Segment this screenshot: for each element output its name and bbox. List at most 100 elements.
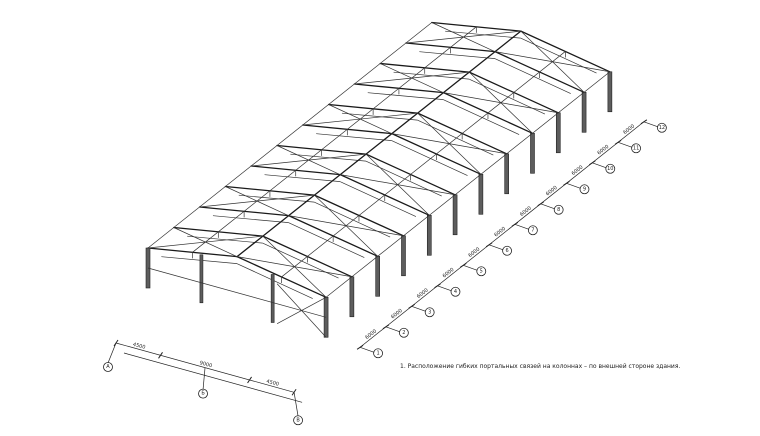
dim-value: 6000 (596, 144, 610, 157)
dim-line-longitudinal (359, 121, 645, 348)
portal-brace (276, 283, 327, 338)
column (349, 276, 355, 318)
rafter-haunch (316, 133, 392, 141)
column (607, 71, 613, 113)
rafter-haunch (367, 92, 444, 100)
rafter-haunch (341, 112, 418, 121)
purlin (147, 22, 433, 249)
axis-leader (488, 244, 504, 251)
axis-leader (411, 305, 426, 312)
axis-leader (107, 342, 117, 364)
roof-brace (314, 194, 378, 257)
axis-bubble (103, 362, 113, 372)
dim-tick (158, 352, 163, 359)
axis-leader (540, 203, 555, 210)
dim-value: 6000 (416, 287, 430, 300)
rafter-haunch (391, 140, 468, 176)
axis-bubble (502, 245, 512, 256)
roof-brace (328, 104, 392, 134)
purlin (281, 51, 566, 278)
dim-tick (247, 376, 252, 384)
axis-label: 7 (531, 227, 534, 233)
axis-leader (592, 162, 607, 169)
rafter-haunch (212, 215, 289, 223)
dim-value: 6000 (390, 308, 404, 321)
roof-brace (173, 227, 238, 257)
rafter-haunch (236, 263, 313, 299)
drawing-note: 1. Расположение гибких портальных связей… (400, 363, 681, 370)
axis-leader (514, 223, 529, 230)
axis-bubble (398, 327, 409, 338)
rafter-haunch (393, 71, 470, 80)
axis-bubble (450, 286, 461, 297)
dim-value: 6000 (519, 205, 533, 218)
axis-leader (643, 121, 658, 128)
rafter-haunch (187, 235, 263, 244)
roof-brace (431, 22, 496, 52)
axis-label: 4 (454, 289, 457, 295)
column (555, 112, 561, 154)
axis-bubble (198, 388, 208, 399)
column (452, 194, 458, 236)
axis-bubble (631, 143, 641, 154)
axis-leader (566, 182, 581, 189)
axis-label: Б (201, 391, 205, 397)
column (478, 173, 484, 215)
purlin (325, 71, 611, 298)
rafter-haunch (288, 222, 365, 258)
column (530, 132, 535, 174)
roof-brace (276, 145, 341, 175)
axis-label: А (106, 364, 110, 370)
axis-bubble (579, 184, 590, 195)
rafter-haunch (445, 30, 521, 39)
roof-brace (365, 153, 430, 216)
dim-value: 6000 (622, 123, 636, 136)
dim-value: 4500 (266, 379, 280, 388)
purlin (192, 26, 477, 253)
rafter-haunch (443, 99, 520, 135)
rafter-haunch (161, 256, 238, 264)
axis-leader (385, 326, 400, 333)
steel-frame-structure (145, 21, 613, 338)
dim-value: 9000 (199, 360, 213, 369)
axis-bubble (373, 348, 383, 359)
rafter-haunch (494, 58, 571, 94)
dim-value: 4500 (132, 342, 146, 351)
rafter-haunch (419, 51, 496, 59)
axis-label: В (296, 417, 300, 423)
axis-leader (437, 285, 452, 292)
axis-bubble (553, 204, 564, 215)
roof-brace (262, 235, 327, 298)
column (426, 214, 432, 256)
axis-bubble (656, 122, 667, 133)
gable-post (270, 274, 275, 323)
axis-leader (202, 367, 206, 390)
roof-brace (380, 63, 444, 93)
dim-value: 6000 (571, 164, 585, 177)
dim-line-transverse-total (123, 352, 303, 403)
axis-bubble (527, 225, 538, 236)
axis-bubble (293, 415, 303, 426)
axis-leader (463, 264, 478, 271)
rafter-haunch (264, 174, 341, 182)
roof-brace (468, 71, 533, 134)
dim-value: 6000 (545, 185, 559, 198)
axis-leader (359, 346, 375, 353)
dim-value: 6000 (364, 328, 378, 341)
axis-label: 11 (633, 145, 639, 151)
roof-brace (520, 30, 585, 93)
gable-post (199, 254, 204, 304)
axis-bubble (424, 307, 435, 318)
axis-label: 5 (480, 268, 483, 274)
axis-label: 3 (428, 309, 431, 315)
axis-leader (293, 392, 299, 417)
rafter-haunch (238, 194, 315, 203)
axis-leader (617, 141, 633, 148)
column (504, 153, 509, 195)
axis-label: 6 (505, 248, 508, 254)
purlin (236, 30, 522, 258)
axis-label: 12 (659, 125, 665, 131)
axis-label: 9 (583, 186, 586, 192)
